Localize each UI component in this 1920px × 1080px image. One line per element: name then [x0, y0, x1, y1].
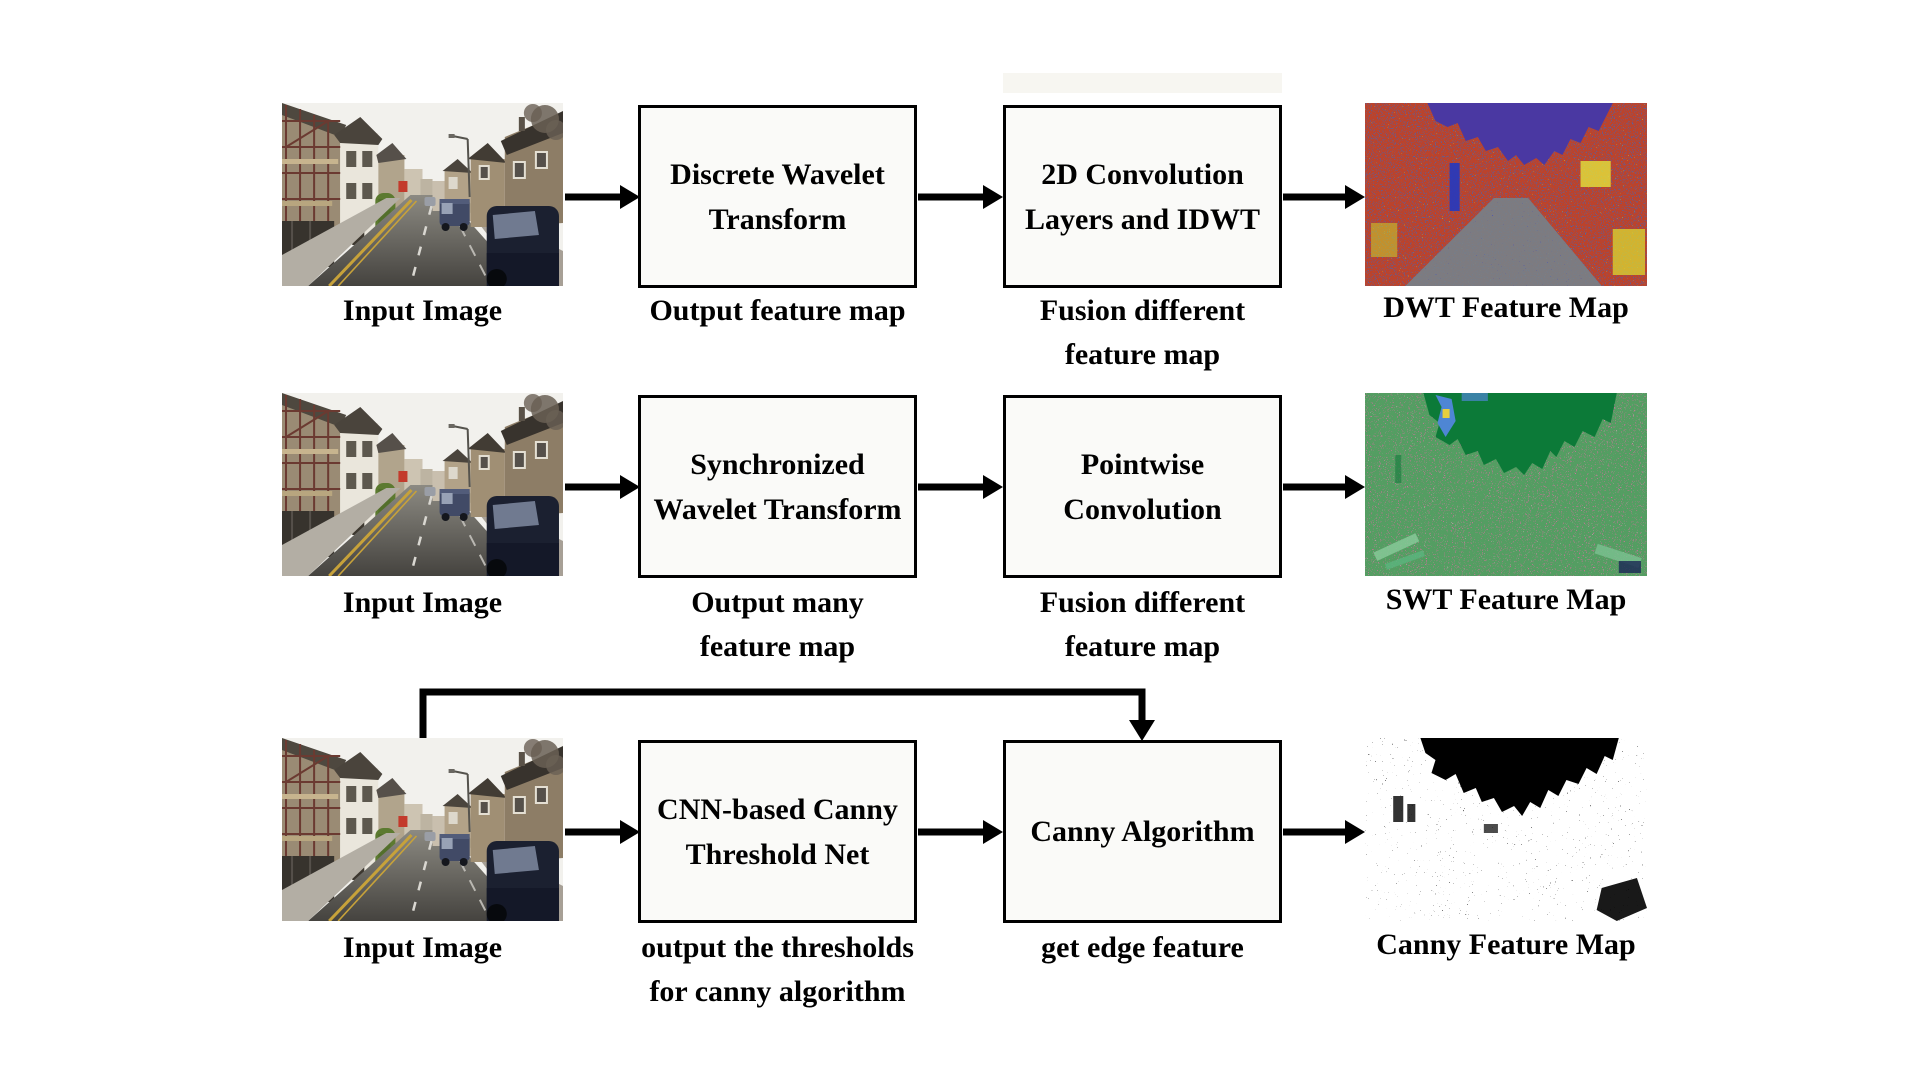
- stage2-title: 2D Convolution: [1041, 157, 1244, 191]
- stage2-caption: Fusion different feature map: [1039, 586, 1246, 663]
- output-map-caption: Canny Feature Map: [1376, 928, 1636, 961]
- output-map-caption: DWT Feature Map: [1383, 291, 1629, 324]
- stage2-box: Pointwise Convolution: [1003, 395, 1282, 578]
- stage2-title: Convolution: [1063, 492, 1222, 526]
- stage1-title: Transform: [708, 202, 847, 236]
- arrow-right-icon: [918, 820, 1003, 844]
- stage2-title: Pointwise: [1080, 447, 1205, 481]
- output-map-caption: SWT Feature Map: [1385, 583, 1627, 616]
- canny-feature-map-image: [1365, 738, 1647, 921]
- input-image: [282, 103, 563, 286]
- stage1-title: CNN-based Canny: [657, 792, 898, 826]
- swt-feature-map-image: [1365, 393, 1647, 576]
- artifact-strip: [1003, 73, 1282, 93]
- arrow-right-icon: [1283, 475, 1365, 499]
- stage1-box: CNN-based Canny Threshold Net: [638, 740, 917, 923]
- arrow-right-icon: [565, 820, 640, 844]
- arrow-right-icon: [565, 475, 640, 499]
- stage1-title: Synchronized: [690, 447, 865, 481]
- stage1-title: Threshold Net: [685, 837, 870, 871]
- input-image: [282, 393, 563, 576]
- arrow-right-icon: [1283, 820, 1365, 844]
- stage1-title: Discrete Wavelet: [670, 157, 885, 191]
- input-image-caption: Input Image: [342, 586, 503, 619]
- dwt-feature-map-image: [1365, 103, 1647, 286]
- stage2-caption: Fusion different feature map: [1039, 294, 1246, 371]
- stage2-title: Layers and IDWT: [1024, 202, 1261, 236]
- arrow-right-icon: [565, 185, 640, 209]
- arrow-right-icon: [918, 475, 1003, 499]
- stage1-title: Wavelet Transform: [653, 492, 902, 526]
- stage2-box: Canny Algorithm: [1003, 740, 1282, 923]
- stage1-caption: output the thresholds for canny algorith…: [641, 931, 914, 1008]
- stage2-title: Canny Algorithm: [1030, 815, 1255, 848]
- stage1-caption: Output feature map: [649, 294, 906, 327]
- stage2-box: 2D Convolution Layers and IDWT: [1003, 105, 1282, 288]
- stage1-caption: Output many feature map: [691, 586, 864, 663]
- input-image-caption: Input Image: [342, 294, 503, 327]
- stage2-caption: get edge feature: [1041, 931, 1244, 964]
- input-image: [282, 738, 563, 921]
- arrow-right-icon: [918, 185, 1003, 209]
- bypass-arrow: [419, 688, 1155, 743]
- input-image-caption: Input Image: [342, 931, 503, 964]
- stage1-box: Synchronized Wavelet Transform: [638, 395, 917, 578]
- stage1-box: Discrete Wavelet Transform: [638, 105, 917, 288]
- arrow-right-icon: [1283, 185, 1365, 209]
